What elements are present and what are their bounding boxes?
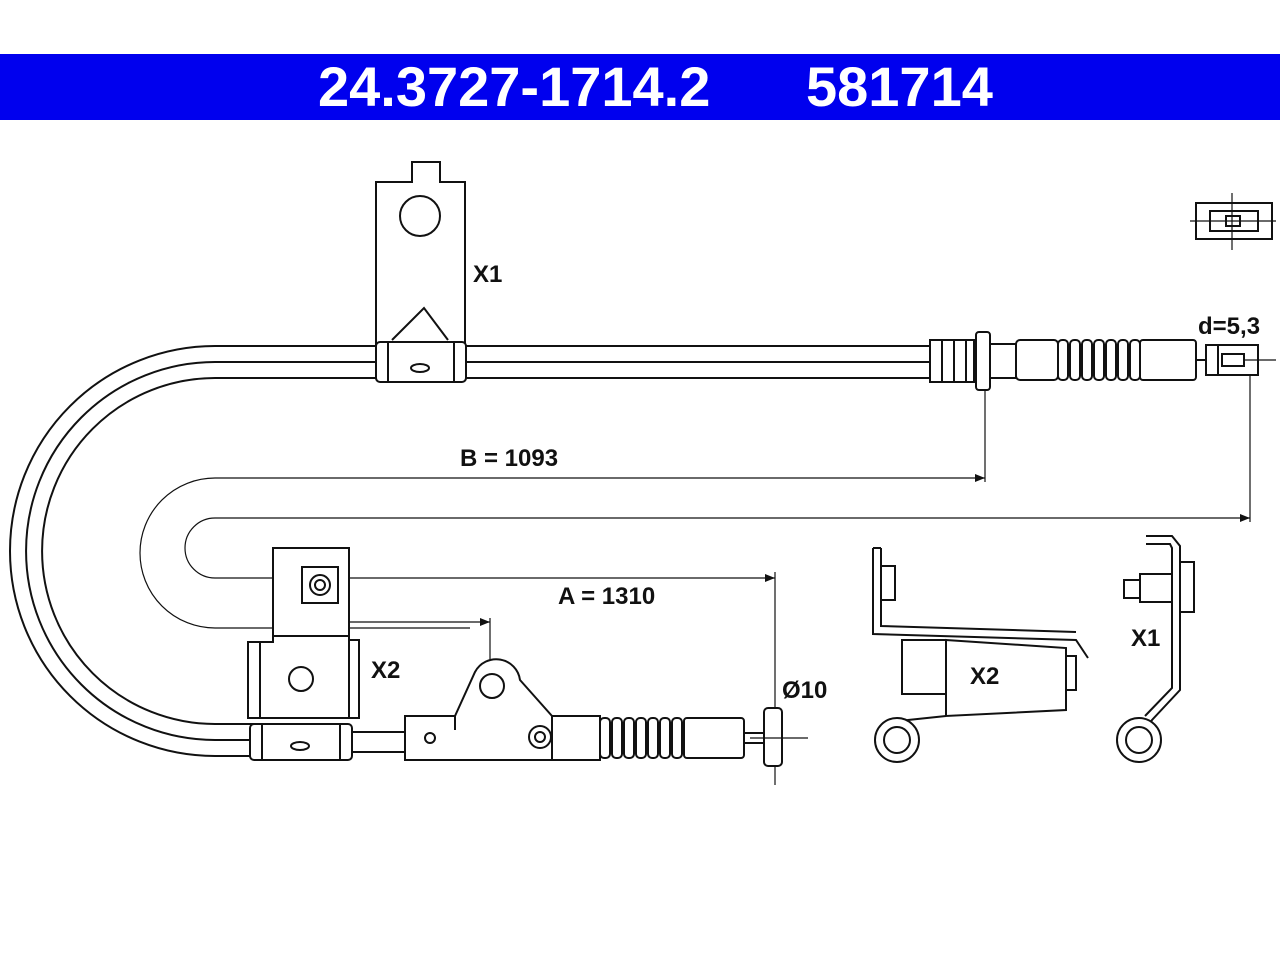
label-x1-top: X1	[473, 261, 502, 288]
cable-sheath	[9, 345, 930, 757]
bracket-x2-assembly	[247, 547, 360, 761]
bellows-right	[1057, 339, 1141, 381]
right-end-fitting	[929, 331, 1276, 391]
bellows-bottom	[599, 717, 683, 759]
label-x2-left: X2	[371, 657, 400, 684]
detail-x1-clip	[1116, 535, 1195, 763]
bottom-end-fitting	[404, 658, 808, 767]
title-banner: 24.3727-1714.2 581714	[0, 54, 1280, 120]
end-view-symbol	[1190, 193, 1276, 250]
label-dimension-b: B = 1093	[460, 445, 558, 472]
label-dimension-a: A = 1310	[558, 583, 655, 610]
label-diameter: Ø10	[782, 677, 827, 704]
label-d-value: d=5,3	[1198, 313, 1260, 340]
reference-number: 581714	[806, 55, 993, 118]
label-x1-detail: X1	[1131, 625, 1160, 652]
detail-x2-clip	[872, 547, 1089, 763]
dimension-loop	[139, 370, 1251, 785]
bracket-x1-top	[375, 161, 467, 383]
label-x2-detail: X2	[970, 663, 999, 690]
part-number: 24.3727-1714.2	[318, 55, 711, 118]
